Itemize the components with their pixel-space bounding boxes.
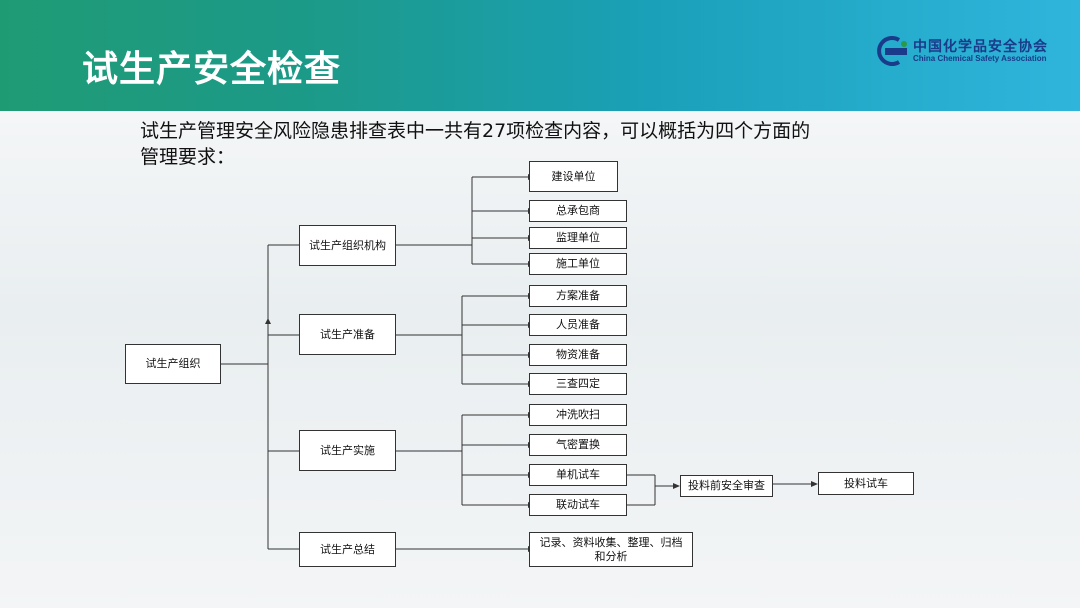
node-child-personnel-preparation: 人员准备 — [529, 314, 627, 336]
header-banner: 试生产安全检查 — [0, 0, 1080, 111]
node-feed-test-run: 投料试车 — [818, 472, 914, 495]
page-title: 试生产安全检查 — [82, 49, 342, 90]
node-child-supervision-unit: 监理单位 — [529, 227, 627, 249]
node-child-three-checks-four-fixes: 三查四定 — [529, 373, 627, 395]
node-child-single-machine-test: 单机试车 — [529, 464, 627, 486]
node-branch-organization: 试生产组织机构 — [299, 225, 396, 266]
ccsa-logo-icon — [877, 36, 907, 66]
node-pre-feed-safety-review: 投料前安全审查 — [680, 475, 773, 497]
node-branch-implementation: 试生产实施 — [299, 430, 396, 471]
node-root: 试生产组织 — [125, 344, 221, 384]
intro-text: 试生产管理安全风险隐患排查表中一共有27项检查内容，可以概括为四个方面的管理要求… — [140, 120, 811, 168]
node-child-records-archiving: 记录、资料收集、整理、归档和分析 — [529, 532, 693, 567]
node-child-construction-unit: 建设单位 — [529, 161, 618, 192]
node-child-general-contractor: 总承包商 — [529, 200, 627, 222]
logo-chinese-name: 中国化学品安全协会 — [913, 39, 1048, 55]
node-child-airtight-replacement: 气密置换 — [529, 434, 627, 456]
node-child-plan-preparation: 方案准备 — [529, 285, 627, 307]
node-child-material-preparation: 物资准备 — [529, 344, 627, 366]
node-child-linked-test: 联动试车 — [529, 494, 627, 516]
node-branch-preparation: 试生产准备 — [299, 314, 396, 355]
node-branch-summary: 试生产总结 — [299, 532, 396, 567]
logo-english-name: China Chemical Safety Association — [913, 54, 1047, 63]
node-child-flushing-purging: 冲洗吹扫 — [529, 404, 627, 426]
node-child-construction-contractor: 施工单位 — [529, 253, 627, 275]
